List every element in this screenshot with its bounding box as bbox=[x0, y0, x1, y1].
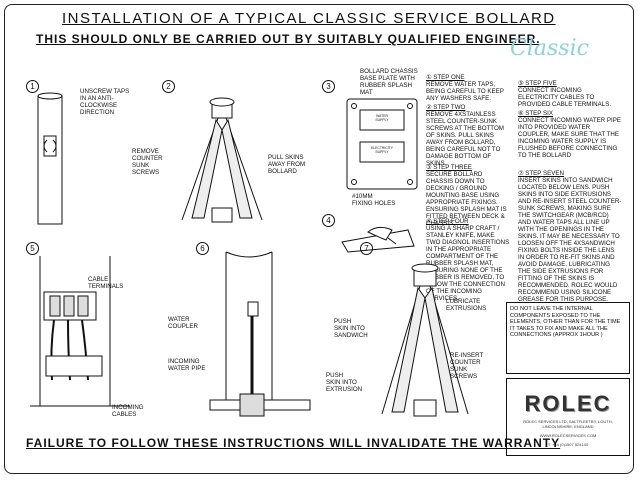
bollard-icon bbox=[37, 92, 63, 225]
company-web: WWW.ROLECSERVICES.COM bbox=[539, 433, 597, 438]
water-coupler-icon bbox=[209, 251, 311, 417]
diagram-5-number: 5 bbox=[26, 242, 39, 255]
bollard-reassembly-icon bbox=[381, 263, 469, 417]
diagram-6-number: 6 bbox=[196, 242, 209, 255]
chassis-plate-icon bbox=[346, 98, 418, 190]
incoming-water-pipe-label: INCOMING WATER PIPE bbox=[168, 358, 206, 372]
diagram-2-number: 2 bbox=[162, 80, 175, 93]
electricity-supply-label: ELECTRICITY SUPPLY bbox=[370, 146, 394, 154]
company-address: ROLEC SERVICES LTD, SALTFLEETBY, LOUTH, … bbox=[523, 419, 613, 429]
page-subtitle: THIS SHOULD ONLY BE CARRIED OUT BY SUITA… bbox=[36, 32, 541, 46]
warranty-footer: FAILURE TO FOLLOW THESE INSTRUCTIONS WIL… bbox=[26, 436, 561, 450]
diagram-1-number: 1 bbox=[26, 80, 39, 93]
fixing-holes-label: #10mm FIXING HOLES bbox=[352, 193, 396, 207]
remove-screws-label: REMOVE COUNTER SUNK SCREWS bbox=[132, 148, 163, 176]
rolec-logo-box: ROLEC ROLEC SERVICES LTD, SALTFLEETBY, L… bbox=[506, 378, 630, 456]
push-skin-sandwich-label: PUSH SKIN INTO SANDWICH bbox=[334, 318, 368, 339]
incoming-cables-label: INCOMING CABLES bbox=[112, 404, 144, 418]
cable-terminals-icon bbox=[30, 256, 130, 407]
cable-terminals-label: CABLE TERMINALS bbox=[88, 276, 124, 290]
diagram-1-label: UNSCREW TAPS IN AN ANTI- CLOCKWISE DIREC… bbox=[80, 88, 130, 116]
diagram-7-number: 7 bbox=[360, 242, 373, 255]
diagram-4-number: 4 bbox=[322, 214, 335, 227]
lubricate-extrusions-label: LUBRICATE EXTRUSIONS bbox=[446, 298, 487, 312]
diagram-3-number: 3 bbox=[322, 80, 335, 93]
company-phone: T: +44 (0)1507 524140 bbox=[547, 442, 589, 447]
warning-box: DO NOT LEAVE THE INTERNAL COMPONENTS EXP… bbox=[506, 302, 630, 374]
water-coupler-label: WATER COUPLER bbox=[168, 316, 198, 330]
bollard-skins-icon bbox=[181, 97, 263, 223]
pull-skins-label: PULL SKINS AWAY FROM BOLLARD bbox=[268, 154, 306, 175]
push-skin-extrusion-label: PUSH SKIN INTO EXTRUSION bbox=[326, 372, 363, 393]
rolec-logo: ROLEC bbox=[524, 391, 612, 416]
reinsert-screws-label: RE-INSERT COUNTER SUNK SCREWS bbox=[450, 352, 484, 380]
document-frame bbox=[4, 4, 634, 474]
page-title: INSTALLATION OF A TYPICAL CLASSIC SERVIC… bbox=[62, 10, 556, 27]
classic-logo: Classic bbox=[510, 36, 589, 61]
chassis-label: BOLLARD CHASSIS BASE PLATE WITH RUBBER S… bbox=[360, 68, 418, 96]
water-supply-label: WATER SUPPLY bbox=[375, 114, 389, 122]
knife-cut-icon bbox=[341, 226, 415, 253]
